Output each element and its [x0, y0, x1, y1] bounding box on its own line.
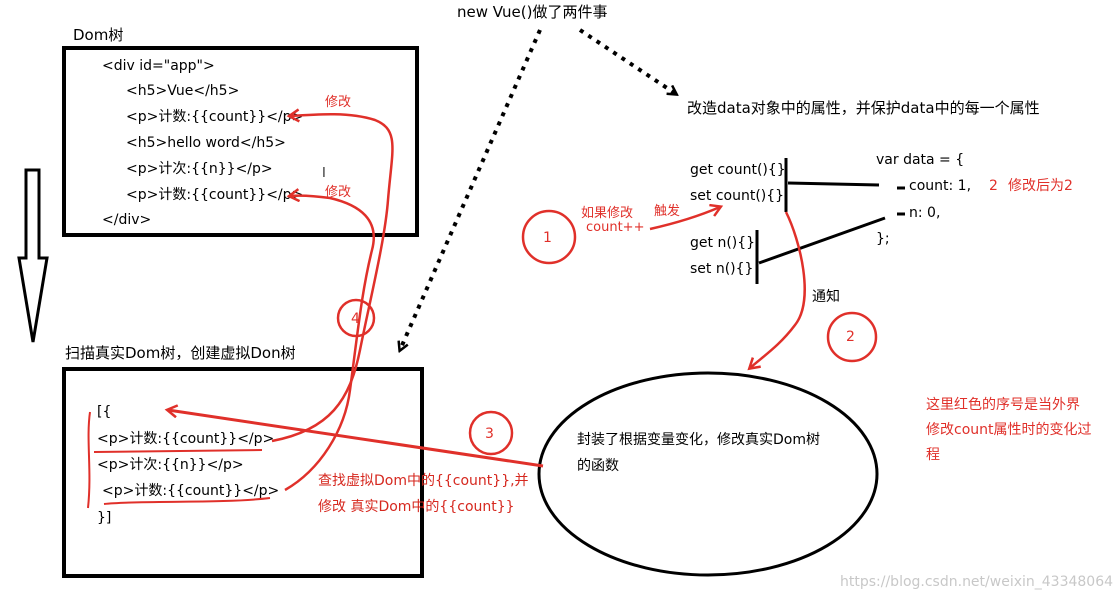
- setter-count: set count(){}: [690, 188, 785, 204]
- vdom-line-p-count-2: <p>计数:{{count}}</p>: [102, 483, 280, 499]
- step-1-number: 1: [543, 230, 552, 246]
- dom-line-div-close: </div>: [102, 212, 152, 228]
- diagram-title: new Vue()做了两件事: [457, 3, 608, 21]
- count-increment-label: count++: [586, 220, 645, 235]
- data-code-n: n: 0,: [909, 205, 941, 221]
- find-text-2: 修改 真实Dom中的{{count}}: [318, 499, 515, 515]
- count-note-text: 修改后为2: [1008, 178, 1073, 194]
- data-code-count: count: 1,: [909, 178, 972, 194]
- dom-line-p-count-2: <p>计数:{{count}}</p>: [126, 187, 304, 203]
- text-cursor-icon: I: [322, 166, 326, 181]
- note-line-2: 修改count属性时的变化过: [926, 422, 1092, 438]
- data-panel-heading: 改造data对象中的属性，并保护data中的每一个属性: [687, 99, 1040, 117]
- note-line-3: 程: [926, 447, 940, 463]
- down-arrow-icon: [17, 168, 49, 343]
- vdom-line-p-count-1: <p>计数:{{count}}</p>: [97, 431, 275, 447]
- title-arrow-left: [400, 29, 542, 350]
- dom-tree-box: [62, 46, 419, 237]
- dom-tree-label: Dom树: [73, 26, 124, 44]
- virtual-dom-box: [62, 367, 424, 578]
- trigger-label: 触发: [654, 204, 681, 219]
- data-code-open: var data = {: [876, 152, 965, 168]
- dom-line-h5-vue: <h5>Vue</h5>: [126, 83, 240, 99]
- watermark: https://blog.csdn.net/weixin_43348064: [840, 574, 1114, 590]
- note-line-1: 这里红色的序号是当外界: [926, 397, 1080, 413]
- dom-line-p-count-1: <p>计数:{{count}}</p>: [126, 109, 304, 125]
- vdom-line-close: }]: [97, 510, 112, 526]
- virtual-dom-label: 扫描真实Dom树，创建虚拟Don树: [65, 344, 296, 362]
- count-note-number: 2: [989, 178, 998, 194]
- getter-count: get count(){}: [690, 162, 786, 178]
- step-2-number: 2: [846, 329, 855, 345]
- edit-label-2: 修改: [325, 185, 352, 200]
- ellipse-text-1: 封装了根据变量变化，修改真实Dom树: [577, 432, 820, 448]
- data-code-close: };: [876, 231, 890, 247]
- find-text-1: 查找虚拟Dom中的{{count}},并: [318, 473, 529, 489]
- vdom-line-p-n: <p>计次:{{n}}</p>: [97, 457, 244, 473]
- ellipse-text-2: 的函数: [577, 458, 619, 474]
- step-4-number: 4: [351, 311, 360, 327]
- vdom-line-open: [{: [97, 404, 112, 420]
- title-arrow-right: [578, 28, 676, 94]
- step-3-number: 3: [485, 426, 494, 442]
- notify-label: 通知: [812, 289, 840, 305]
- if-modify-label: 如果修改: [581, 206, 634, 221]
- getter-n: get n(){}: [690, 235, 756, 251]
- edit-label-1: 修改: [325, 95, 352, 110]
- update-function-ellipse: [537, 371, 879, 577]
- setter-n: set n(){}: [690, 261, 754, 277]
- dom-line-div-open: <div id="app">: [102, 58, 215, 74]
- dom-line-p-n: <p>计次:{{n}}</p>: [126, 161, 273, 177]
- dom-line-h5-hello: <h5>hello word</h5>: [126, 135, 286, 151]
